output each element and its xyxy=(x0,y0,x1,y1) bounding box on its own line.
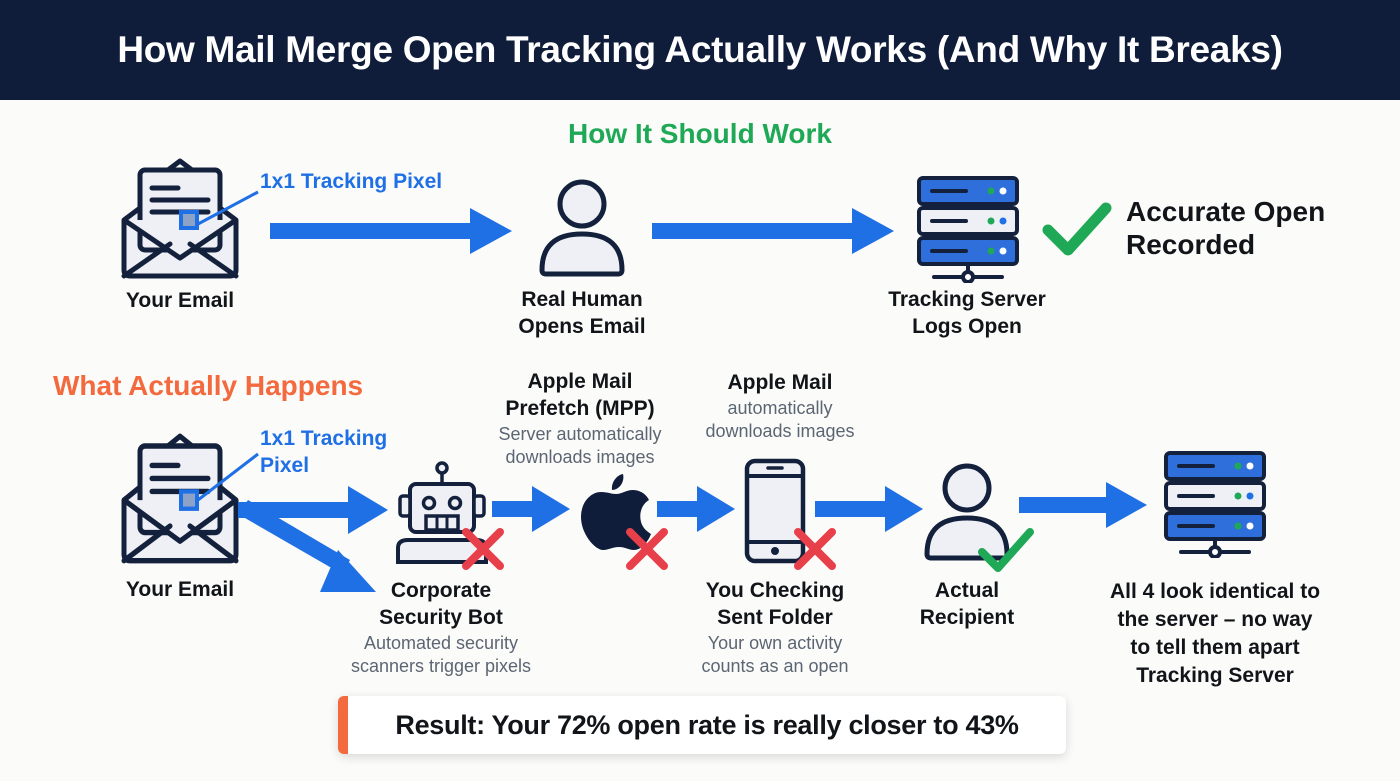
step-label-apple-mail: Apple Mail xyxy=(727,371,833,394)
step-label-real-human: Real Human Opens Email xyxy=(518,288,646,338)
person-icon xyxy=(539,179,625,277)
step-desc-apple-mpp: Server automatically downloads images xyxy=(498,424,662,467)
step-desc-sent-folder: Your own activity counts as an open xyxy=(701,633,849,676)
step-label-tracking-server: Tracking Server Logs Open xyxy=(888,288,1046,338)
step-label-security-bot: Corporate Security Bot xyxy=(379,579,503,629)
envelope-icon xyxy=(121,433,239,564)
header-banner: How Mail Merge Open Tracking Actually Wo… xyxy=(0,0,1400,100)
arrow-right-icon xyxy=(270,208,512,254)
result-callout: Result: Your 72% open rate is really clo… xyxy=(338,696,1066,754)
x-mark-icon xyxy=(794,528,836,570)
checkmark-icon xyxy=(1042,202,1112,256)
page-title: How Mail Merge Open Tracking Actually Wo… xyxy=(117,29,1283,70)
pixel-pointer-line xyxy=(197,452,259,502)
x-mark-icon xyxy=(626,528,668,570)
result-text: Result: Your 72% open rate is really clo… xyxy=(395,709,1019,740)
arrow-right-icon xyxy=(657,486,735,532)
step-label-actual-recipient: Actual Recipient xyxy=(919,579,1015,629)
tracking-pixel-label: 1x1 Tracking Pixel xyxy=(260,170,443,193)
envelope-icon xyxy=(121,158,239,279)
server-icon xyxy=(917,176,1019,283)
phone-icon xyxy=(744,458,806,564)
arrow-right-icon xyxy=(815,486,923,532)
step-desc-apple-mail: automatically downloads images xyxy=(705,398,855,441)
outcome-accurate-open: Accurate Open Recorded xyxy=(1126,196,1326,260)
checkmark-icon xyxy=(978,528,1034,572)
step-label-apple-mpp: Apple Mail Prefetch (MPP) xyxy=(505,370,655,420)
step-label-your-email: Your Email xyxy=(125,578,235,601)
server-caption: All 4 look identical to the server – no … xyxy=(1109,580,1321,687)
arrow-right-icon xyxy=(1019,482,1147,528)
section-title-actual: What Actually Happens xyxy=(53,370,364,401)
robot-icon xyxy=(396,461,488,564)
arrow-right-icon xyxy=(652,208,894,254)
step-label-your-email: Your Email xyxy=(125,289,235,312)
x-mark-icon xyxy=(462,528,504,570)
step-label-sent-folder: You Checking Sent Folder xyxy=(705,579,845,629)
tracking-pixel-label: 1x1 Tracking Pixel xyxy=(260,427,388,477)
pixel-pointer-line xyxy=(197,190,259,226)
server-icon xyxy=(1164,451,1266,558)
branch-arrows-icon xyxy=(238,486,388,592)
result-accent-bar xyxy=(338,696,348,754)
section-title-ideal: How It Should Work xyxy=(568,118,832,149)
step-desc-security-bot: Automated security scanners trigger pixe… xyxy=(350,633,532,676)
arrow-right-icon xyxy=(492,486,570,532)
